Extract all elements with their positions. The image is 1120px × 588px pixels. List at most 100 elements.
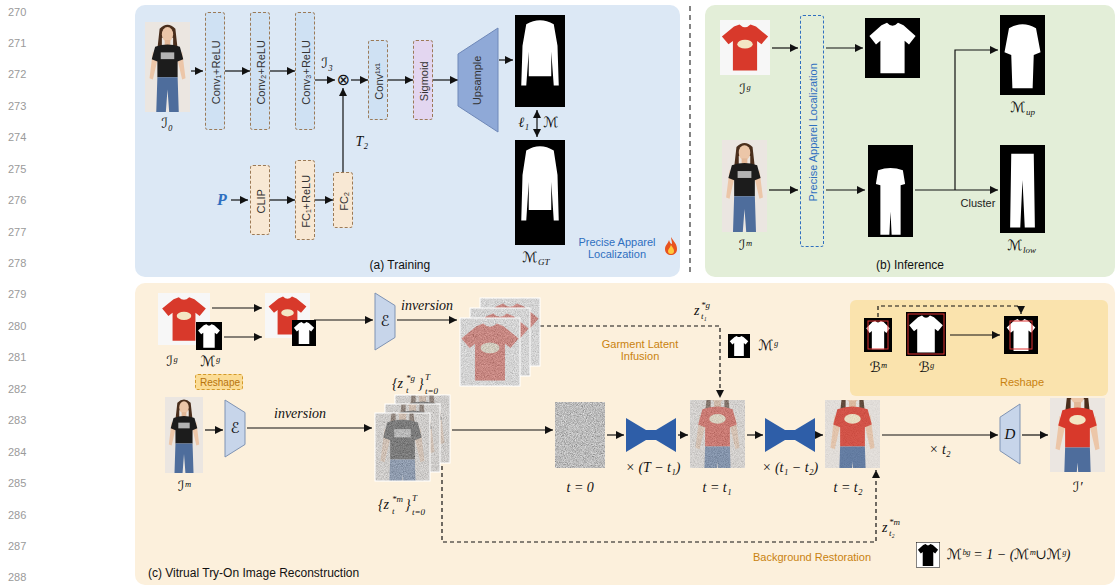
- reshape-inset: Reshape: [850, 300, 1108, 396]
- line-number: 272: [8, 68, 26, 81]
- noise: [460, 318, 520, 386]
- math-label: × t₂: [929, 442, 951, 458]
- line-number: 281: [8, 351, 26, 364]
- node-label: D: [1005, 426, 1016, 443]
- arrow: [772, 47, 798, 48]
- dashed-divider: [689, 6, 690, 276]
- flow-arrow: [342, 88, 343, 172]
- upper-mask: [1000, 15, 1045, 95]
- fc-layer: FC₂: [333, 172, 353, 228]
- trapezoid: [375, 293, 395, 350]
- lower-mask: [1000, 145, 1045, 233]
- math-label: ℳᵍ: [759, 338, 778, 354]
- line-number: 276: [8, 194, 26, 207]
- math-label: ℳᵇᵍ = 1 − (ℳᵐ∪ℳᵍ): [947, 547, 1070, 563]
- inference-illustration: [705, 5, 1115, 277]
- arrow: [1022, 434, 1048, 435]
- conv-block: Conv₂+ReLU: [250, 12, 270, 130]
- arrow: [678, 434, 688, 435]
- line-number: 284: [8, 446, 26, 459]
- math-label: *m: [889, 517, 900, 527]
- flow-arrow: [351, 79, 368, 80]
- bounding-box: [908, 314, 944, 354]
- math-label: × (t₁ − t₂): [762, 460, 818, 476]
- node-label: Precise Apparel Localization: [571, 236, 663, 261]
- upsample-block: Upsample: [458, 28, 498, 132]
- trapezoid: [1000, 404, 1020, 464]
- flow-arrow: [433, 79, 458, 80]
- arrow: [205, 429, 223, 430]
- model-photo: [165, 397, 203, 473]
- arrow: [817, 434, 823, 435]
- flow-arrow: [225, 70, 250, 71]
- noise: [825, 400, 880, 468]
- math-label: t=0: [425, 386, 438, 396]
- background-mask: [916, 542, 940, 567]
- math-label: ℐᵍ: [167, 354, 178, 370]
- line-number: 285: [8, 477, 26, 490]
- node-label: Conv¹ˣ¹: [372, 63, 385, 100]
- reshape-illustration: [850, 300, 1108, 396]
- line-number: 273: [8, 100, 26, 113]
- math-label: t = t₂: [834, 480, 863, 496]
- model-photo: [722, 140, 768, 232]
- math-label: t = 0: [567, 480, 594, 496]
- flow-arrow: [270, 199, 295, 200]
- math-label: }: [418, 376, 424, 392]
- cluster-branch: [955, 50, 998, 190]
- flow-arrow: [270, 70, 295, 71]
- conv-block: Conv₁+ReLU: [205, 12, 225, 130]
- size-transfer: [878, 306, 1021, 317]
- line-number: 274: [8, 131, 26, 144]
- arrow: [231, 199, 248, 200]
- math-label: ℐ′: [1073, 480, 1083, 496]
- reshaped-mask: [292, 320, 316, 346]
- node-label: ⊗: [337, 71, 350, 89]
- noise: [690, 400, 745, 468]
- node-label: Precise Apparel Localization: [807, 63, 820, 201]
- arrow: [191, 70, 203, 71]
- cluster-line: [915, 189, 955, 190]
- garment-mask: [865, 18, 920, 78]
- arrow: [769, 189, 798, 190]
- layer-edge: [375, 413, 430, 481]
- line-number: 279: [8, 288, 26, 301]
- math-label: *m: [392, 494, 403, 504]
- math-label: ℳ: [523, 250, 538, 266]
- arrow: [499, 59, 513, 60]
- line-number: 282: [8, 383, 26, 396]
- infusion-path: [540, 326, 720, 398]
- node-label: Sigmoid: [418, 61, 431, 101]
- math-label: t: [406, 385, 409, 395]
- graphic-g: [878, 306, 1021, 335]
- arrow: [314, 319, 373, 320]
- cluster-branch: [955, 189, 998, 190]
- restoration-path: [442, 466, 876, 542]
- arrow: [950, 334, 1000, 335]
- line-number: 275: [8, 163, 26, 176]
- try-on-result: [1050, 380, 1105, 490]
- reconstruction-panel: (c) Vitrual Try-On Image ReconstructionR…: [135, 283, 1115, 585]
- math-label: z: [694, 303, 699, 319]
- trapezoid: [458, 28, 498, 132]
- math-label: {z: [392, 376, 403, 392]
- pure-noise: [555, 402, 605, 468]
- math-label: *g: [701, 300, 710, 310]
- reshaped-mask: [1004, 316, 1038, 354]
- arrow: [882, 434, 998, 435]
- math-label: t=0: [412, 507, 425, 517]
- math-label: t₂: [889, 528, 895, 538]
- math-label: ℐ₀: [162, 116, 173, 132]
- node-label: Upsample: [471, 55, 484, 105]
- garment-mask: [906, 312, 946, 356]
- node-label: FC₁+ReLU: [300, 174, 313, 227]
- input-photo: [145, 22, 190, 112]
- reshape-box: Reshape: [195, 374, 243, 390]
- flow-arrow: [315, 79, 335, 80]
- model-garment-mask: [864, 318, 892, 352]
- loss-arrow: [536, 110, 537, 137]
- garment-latent-stack: [456, 298, 544, 386]
- predicted-mask: [515, 15, 565, 107]
- clip-encoder: CLIP: [250, 165, 270, 235]
- math-label: z: [882, 520, 887, 536]
